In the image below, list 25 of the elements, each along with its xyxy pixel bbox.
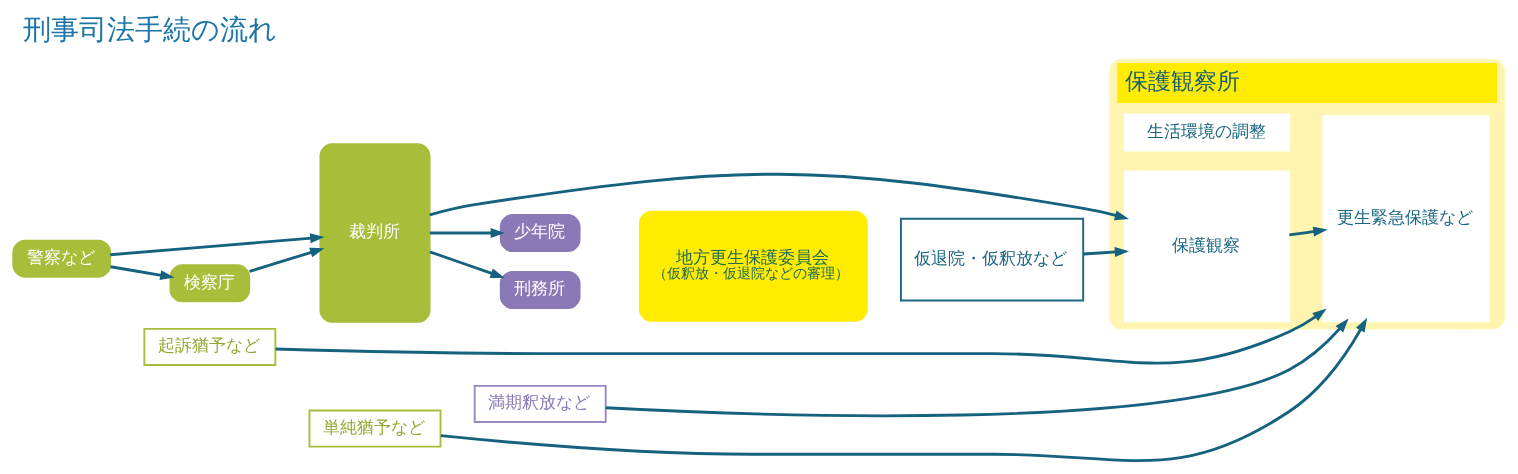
node-box: 生活環境の調整 — [1124, 113, 1291, 152]
node-box: 裁判所 — [319, 143, 431, 323]
node-box: 更生緊急保護など — [1322, 115, 1490, 323]
node-box: 検察庁 — [169, 264, 251, 303]
arrow — [110, 265, 175, 281]
arrow — [605, 318, 1349, 418]
arrow — [249, 247, 325, 273]
node-box: 起訴猶予など — [143, 327, 277, 366]
node-box: 保護観察 — [1124, 170, 1291, 323]
diagram-title: 刑事司法手続の流れ — [23, 13, 278, 47]
node-box: 警察など — [12, 239, 112, 278]
node-box: 刑務所 — [499, 271, 581, 309]
arrow — [1083, 247, 1130, 257]
arrow — [440, 317, 1368, 462]
arrow — [1289, 226, 1328, 237]
node-box: 仮退院・仮釈放など — [899, 217, 1085, 302]
arrow — [275, 308, 1327, 365]
arrow — [429, 250, 505, 278]
arrow — [429, 172, 1129, 221]
arrow — [110, 233, 325, 257]
node-box: 満期釈放など — [473, 384, 607, 423]
arrow — [429, 228, 505, 239]
node-box: 単純猶予など — [308, 409, 442, 448]
node-box: 少年院 — [499, 214, 581, 252]
node-box: 地方更生保護委員会 （仮釈放・仮退院などの審理） — [638, 210, 868, 322]
